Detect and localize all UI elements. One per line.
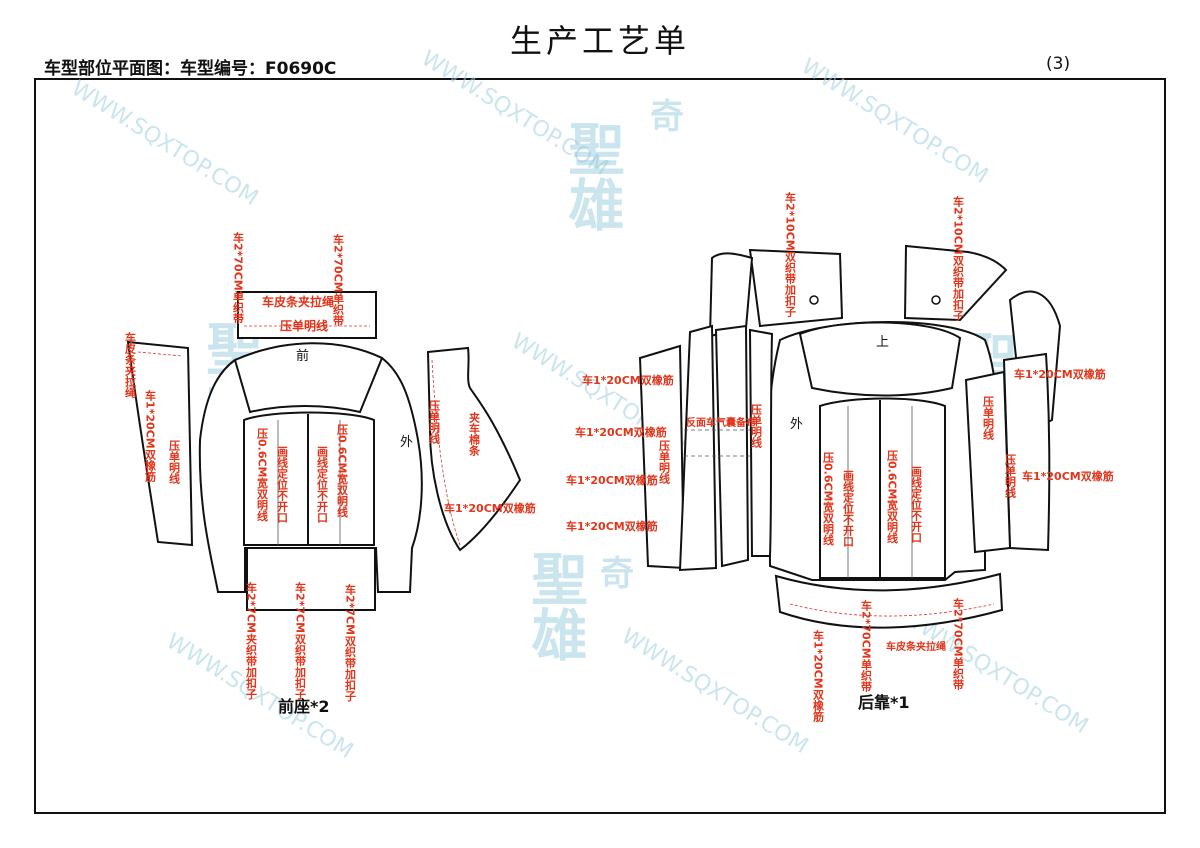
note-rear-right-1: 车1*20CM双橡筋 <box>1014 367 1106 381</box>
note-rear-top-left: 车2*10CM双织带加扣子 <box>784 191 798 318</box>
note-rear-bottom-c: 车1*20CM双橡筋 <box>812 629 826 723</box>
left-top-strip <box>708 252 754 338</box>
note-rear-left-4: 车1*20CM双橡筋 <box>566 519 658 533</box>
watermark-brand: 聖雄 <box>559 120 625 232</box>
note-rear-center-right-b: 画线定位不开口 <box>910 466 923 544</box>
model-subtitle: 车型部位平面图：车型编号：F0690C <box>44 59 337 79</box>
label-outer: 外 <box>400 435 413 450</box>
front-seat-pattern: 前 外 <box>126 291 522 611</box>
note-top-left: 车2*70CM单织带 <box>232 231 245 325</box>
watermark-brand-small: 奇 <box>600 554 634 594</box>
note-rear-left-2: 车1*20CM双橡筋 <box>575 425 667 439</box>
label-top: 上 <box>876 335 889 350</box>
seat-lower-panel <box>246 547 376 611</box>
top-right-flap <box>903 244 1008 322</box>
note-rear-bottom-d: 车皮条夹拉绳 <box>886 640 946 653</box>
page-number: (3) <box>1046 54 1071 74</box>
note-rear-center-right-a: 压0.6CM宽双明线 <box>886 449 900 545</box>
rear-back-pattern: 上 外 <box>638 244 1062 629</box>
bolster-strip <box>237 291 377 339</box>
label-front: 前 <box>296 348 309 364</box>
note-rear-left-3: 车1*20CM双橡筋 <box>566 473 658 487</box>
left-strip-2 <box>678 324 718 572</box>
right-strip-2 <box>964 370 1012 554</box>
drawing-frame <box>34 78 1166 814</box>
right-strip-1 <box>1002 352 1051 552</box>
watermark-url: WWW.SQXTOP.COM <box>67 76 263 211</box>
note-left-c: 压单明线 <box>168 439 181 485</box>
note-rear-center-left-b: 画线定位不开口 <box>842 470 855 548</box>
watermark-brand-small: 奇 <box>650 97 684 137</box>
note-center-right-b: 压0.6CM宽双明线 <box>336 423 350 519</box>
page-title: 生产工艺单 <box>509 22 690 60</box>
note-right-a: 压单明线 <box>428 399 441 445</box>
note-center-right-a: 画线定位不开口 <box>316 446 329 524</box>
note-rear-left-1: 车1*20CM双橡筋 <box>582 373 674 387</box>
note-right-c: 车1*20CM双橡筋 <box>444 501 536 515</box>
watermark-brand: 聖雄 <box>522 550 588 662</box>
left-side-strip <box>126 340 194 547</box>
note-rear-center-left-a: 压0.6CM宽双明线 <box>822 451 836 547</box>
note-rear-right-press-b: 压单明线 <box>1004 453 1017 499</box>
front-seat-annotations: 车2*70CM单织带 车2*70CM单织带 车皮条夹拉绳 压单明线 车皮条夹拉绳… <box>124 231 536 702</box>
rear-back-annotations: 车2*10CM双织带加扣子 车2*10CM双织带加扣子 车1*20CM双橡筋 车… <box>566 191 1114 723</box>
note-top-right: 车2*70CM单织带 <box>332 233 345 327</box>
note-rear-press-left: 压单明线 <box>750 403 763 449</box>
note-center-left-a: 压0.6CM宽双明线 <box>256 427 270 523</box>
note-left-a: 车皮条夹拉绳 <box>124 331 138 399</box>
note-rear-bottom-b: 车2*70CM单织带 <box>952 597 965 691</box>
note-rear-right-press-a: 压单明线 <box>982 395 995 441</box>
note-right-b: 夹车棉条 <box>468 411 482 457</box>
front-seat-caption: 前座*2 <box>278 697 330 716</box>
bottom-panel <box>774 572 1004 629</box>
watermark-url: WWW.SQXTOP.COM <box>617 624 813 759</box>
head-panel <box>798 321 962 397</box>
note-left-b: 车1*20CM双橡筋 <box>144 389 158 483</box>
left-strip-4 <box>748 328 774 557</box>
label-outer: 外 <box>790 417 803 432</box>
top-left-flap <box>748 248 844 328</box>
seat-front-panel <box>233 342 384 414</box>
watermark-url: WWW.SQXTOP.COM <box>797 54 993 189</box>
note-bottom-c: 车2*7CM双织带加扣子 <box>344 583 358 702</box>
left-strip-3 <box>714 324 750 568</box>
note-center-left-b: 画线定位不开口 <box>276 446 289 524</box>
note-bottom-a: 车2*7CM夹织带加扣子 <box>245 581 259 700</box>
right-side-wing <box>426 346 522 552</box>
rear-back-caption: 后靠*1 <box>858 693 910 712</box>
note-rear-right-2: 车1*20CM双橡筋 <box>1022 469 1114 483</box>
back-center-insert <box>819 397 946 579</box>
note-rear-airbag: 反面车气囊备布 <box>686 416 756 429</box>
note-rear-top-right: 车2*10CM双织带加扣子 <box>952 195 966 322</box>
note-bolster-press: 压单明线 <box>280 318 328 333</box>
note-bolster: 车皮条夹拉绳 <box>262 294 334 309</box>
note-bottom-b: 车2*7CM双织带加扣子 <box>294 581 308 700</box>
note-rear-strip-press: 压单明线 <box>658 439 671 485</box>
note-rear-bottom-a: 车2*70CM单织带 <box>860 599 873 693</box>
